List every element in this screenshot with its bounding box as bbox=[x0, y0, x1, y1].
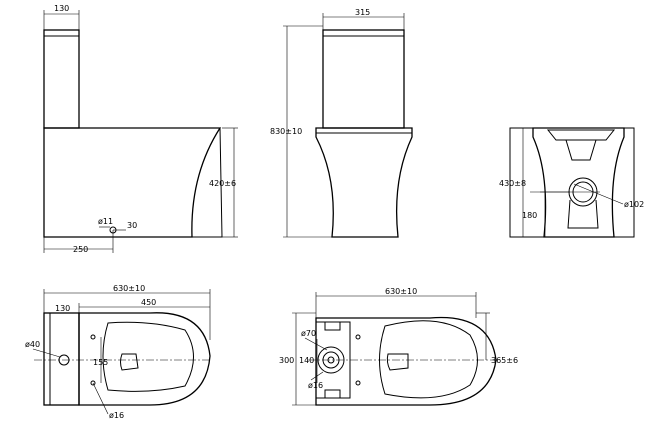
front-pedestal bbox=[315, 127, 413, 238]
bottom-fixing-dia-label: ø16 bbox=[308, 381, 323, 390]
side-outlet-dia-label: ø11 bbox=[98, 217, 113, 226]
rear-height-label: 430±8 bbox=[499, 179, 526, 188]
rear-pedestal bbox=[532, 127, 625, 238]
side-view: 130 420±6 ø11 30 250 bbox=[43, 4, 238, 254]
front-total-height-label: 830±10 bbox=[270, 127, 302, 136]
side-height-label: 420±6 bbox=[209, 179, 236, 188]
top-view: 630±10 130 450 ø40 155 ø16 bbox=[25, 284, 212, 420]
bottom-view: 630±10 300 140 ø70 ø16 365±6 bbox=[279, 287, 518, 406]
bottom-half-width-label: 365±6 bbox=[491, 356, 518, 365]
side-outlet-height-label: 30 bbox=[127, 221, 137, 230]
front-view: 315 830±10 bbox=[270, 8, 413, 238]
front-tank-width-label: 315 bbox=[355, 8, 370, 17]
top-cistern bbox=[43, 312, 80, 406]
bottom-total-length-label: 630±10 bbox=[385, 287, 417, 296]
side-outlet-distance-label: 250 bbox=[73, 245, 88, 254]
bottom-spigot-dia-label: ø70 bbox=[301, 329, 316, 338]
top-bowl bbox=[102, 321, 194, 392]
rear-outlet-height-label: 180 bbox=[522, 211, 537, 220]
top-tank-depth-label: 130 bbox=[55, 304, 70, 313]
top-pan-outline bbox=[78, 312, 211, 406]
top-total-length-label: 630±10 bbox=[113, 284, 145, 293]
side-tank-width-label: 130 bbox=[54, 4, 69, 13]
rear-view: 430±8 180 ø102 bbox=[499, 127, 644, 238]
side-cistern bbox=[43, 29, 80, 129]
top-inlet-dia-label: ø40 bbox=[25, 340, 40, 349]
rear-outlet-dia-label: ø102 bbox=[624, 200, 644, 209]
top-seat-length-label: 450 bbox=[141, 298, 156, 307]
top-hole-dia-label: ø16 bbox=[109, 411, 124, 420]
top-hole-spacing-label: 155 bbox=[93, 358, 108, 367]
bottom-width-label: 300 bbox=[279, 356, 294, 365]
bottom-pan-outline bbox=[315, 316, 497, 406]
side-pan-body bbox=[43, 127, 222, 238]
bottom-spigot-width-label: 140 bbox=[299, 356, 314, 365]
front-cistern bbox=[322, 29, 405, 129]
bottom-bowl bbox=[379, 320, 478, 399]
